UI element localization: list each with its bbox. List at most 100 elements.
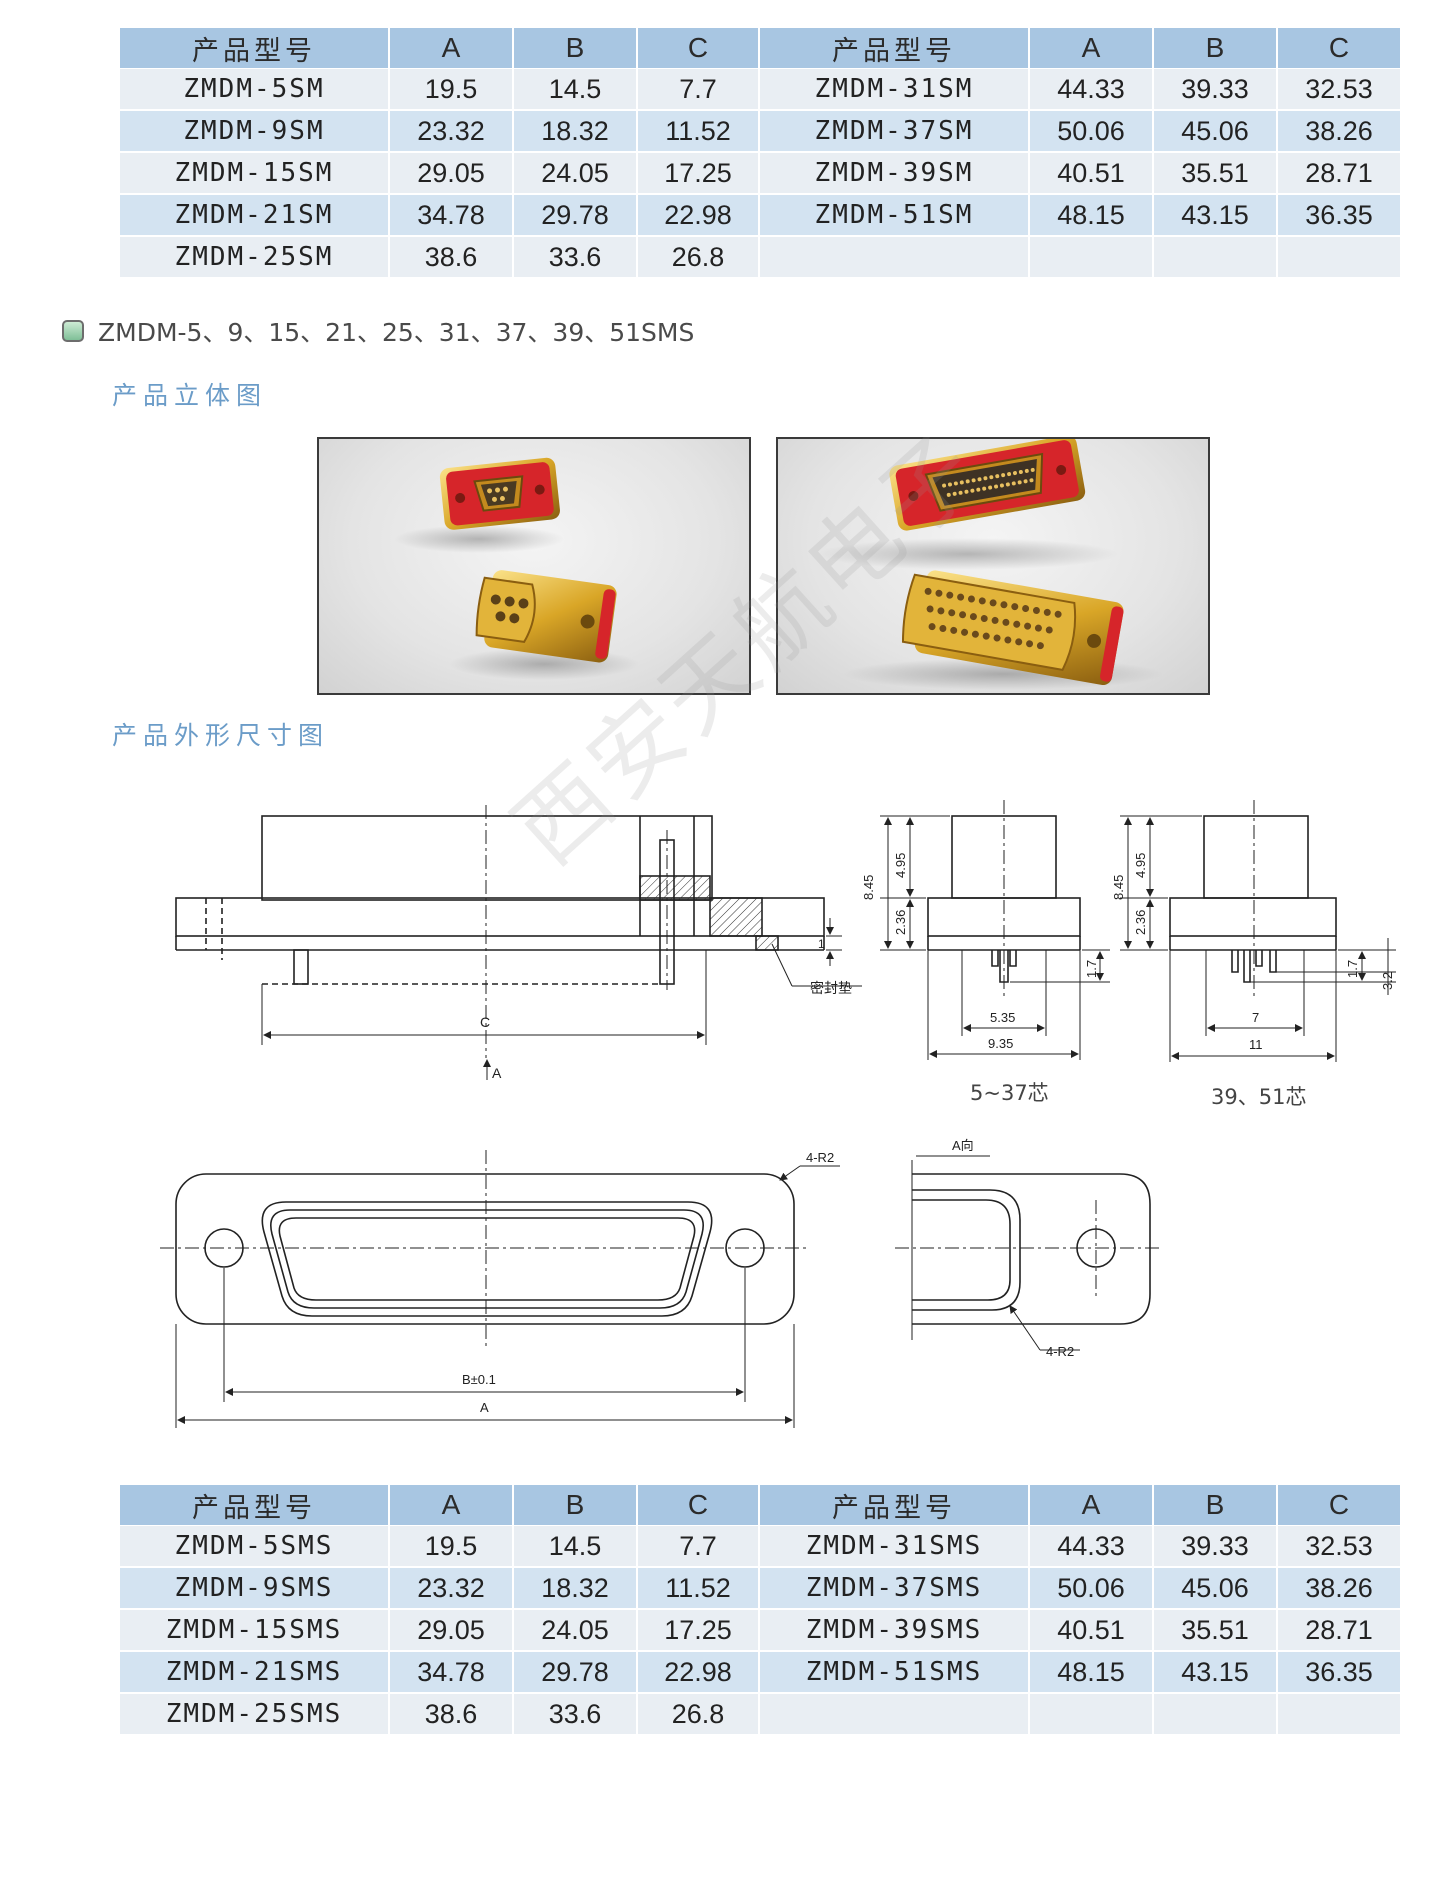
table-cell: 40.51 [1030, 153, 1154, 195]
pin-dot [964, 489, 969, 494]
table-cell: 18.32 [514, 111, 638, 153]
table-cell: 35.51 [1154, 1610, 1278, 1652]
table-cell: 32.53 [1278, 69, 1402, 111]
table-cell: 34.78 [390, 195, 514, 237]
socket-hole [937, 607, 945, 615]
table-cell: 26.8 [638, 1694, 760, 1736]
header-model: 产品型号 [120, 1485, 390, 1526]
table-cell: 11.52 [638, 111, 760, 153]
table-cell: 40.51 [1030, 1610, 1154, 1652]
table-cell: 50.06 [1030, 1568, 1154, 1610]
socket-hole [1024, 622, 1032, 630]
dim-h-flange-5-37: 2.36 [893, 910, 908, 935]
socket-hole [1004, 636, 1012, 644]
pin-dot [958, 490, 963, 495]
table-cell: 19.5 [390, 69, 514, 111]
socket-hole [1015, 638, 1023, 646]
table-cell: 44.33 [1030, 1526, 1154, 1568]
table-cell [1278, 237, 1402, 279]
seal-label: 密封垫 [810, 980, 852, 996]
socket-hole [1022, 605, 1030, 613]
socket-hole [1043, 608, 1051, 616]
table-cell: 29.05 [390, 153, 514, 195]
table-cell: 45.06 [1154, 1568, 1278, 1610]
table-cell: 29.05 [390, 1610, 514, 1652]
dim-h-top-5-37: 4.95 [893, 853, 908, 878]
table-cell: 19.5 [390, 1526, 514, 1568]
radius-label-a-view: 4-R2 [1046, 1344, 1074, 1359]
socket-hole [1032, 606, 1040, 614]
radius-label-plan: 4-R2 [806, 1150, 834, 1165]
table-cell: ZMDM-9SM [120, 111, 390, 153]
table-cell: 26.8 [638, 237, 760, 279]
header-c: C [638, 1485, 760, 1526]
photos-heading: 产品立体图 [112, 381, 268, 410]
table-row: ZMDM-5SMS 19.5 14.5 7.7 ZMDM-31SMS 44.33… [120, 1526, 1402, 1568]
side-view [175, 805, 862, 1080]
dim-pin-39-51: 1.7 [1345, 960, 1360, 978]
header-b: B [514, 1485, 638, 1526]
table-cell: 44.33 [1030, 69, 1154, 111]
dim-h-flange-39-51: 2.36 [1133, 910, 1148, 935]
dim-h-total-39-51: 8.45 [1111, 875, 1126, 900]
table-cell: 28.71 [1278, 153, 1402, 195]
pin-dot [1030, 467, 1035, 472]
table-cell: ZMDM-25SM [120, 237, 390, 279]
table-cell: 39.33 [1154, 1526, 1278, 1568]
pin-dot [965, 479, 970, 484]
table-cell [760, 237, 1030, 279]
pin-dot [1018, 470, 1023, 475]
socket-hole [928, 623, 936, 631]
pin-dot [946, 492, 951, 497]
socket-hole [1011, 603, 1019, 611]
square-bullet-icon [62, 320, 84, 342]
socket-hole [924, 587, 932, 595]
socket-hole [1013, 620, 1021, 628]
dim-label-a-arrow: A [492, 1065, 502, 1081]
socket-hole [1002, 618, 1010, 626]
pin-dot [1023, 479, 1028, 484]
pin-row-graphic [942, 467, 1035, 497]
dim-w-outer-39-51: 11 [1249, 1037, 1263, 1052]
table-cell: ZMDM-37SMS [760, 1568, 1030, 1610]
socket-hole [957, 593, 965, 601]
header-a: A [390, 28, 514, 69]
pin-dot [1012, 471, 1017, 476]
socket-hole [950, 626, 958, 634]
socket-holes-graphic [924, 587, 1062, 650]
connector-render-small [394, 457, 639, 680]
pin-dot [1024, 468, 1029, 473]
caption-5-37-core: 5~37芯 [970, 1081, 1049, 1105]
end-view-39-51 [1120, 800, 1396, 1062]
dim-label-c: C [480, 1014, 490, 1030]
table-cell: 24.05 [514, 1610, 638, 1652]
pin-dot [953, 481, 958, 486]
pin-dot [1029, 478, 1034, 483]
socket-hole [939, 624, 947, 632]
pin-dot [988, 485, 993, 490]
dimensions-heading: 产品外形尺寸图 [112, 721, 330, 750]
table-row: ZMDM-21SM 34.78 29.78 22.98 ZMDM-51SM 48… [120, 195, 1402, 237]
table-row: ZMDM-21SMS 34.78 29.78 22.98 ZMDM-51SMS … [120, 1652, 1402, 1694]
table-row: ZMDM-25SM 38.6 33.6 26.8 [120, 237, 1402, 279]
table-cell: 17.25 [638, 1610, 760, 1652]
table-cell: 36.35 [1278, 195, 1402, 237]
table-cell: 29.78 [514, 1652, 638, 1694]
socket-hole [978, 597, 986, 605]
table-cell: ZMDM-37SM [760, 111, 1030, 153]
dim-label-a: A [480, 1400, 489, 1415]
pin-dot [947, 482, 952, 487]
dim-w-inner-39-51: 7 [1252, 1010, 1259, 1025]
table-cell: ZMDM-39SM [760, 153, 1030, 195]
table-cell: 34.78 [390, 1652, 514, 1694]
table-cell: ZMDM-21SM [120, 195, 390, 237]
product-photo-large [776, 437, 1210, 695]
table-cell: 22.98 [638, 1652, 760, 1694]
product-photo-small [317, 437, 751, 695]
table-cell: ZMDM-9SMS [120, 1568, 390, 1610]
caption-39-51-core: 39、51芯 [1211, 1085, 1307, 1109]
table-row: ZMDM-15SM 29.05 24.05 17.25 ZMDM-39SM 40… [120, 153, 1402, 195]
pin-dot [1001, 473, 1006, 478]
table-cell: 33.6 [514, 237, 638, 279]
dim-h-top-39-51: 4.95 [1133, 853, 1148, 878]
